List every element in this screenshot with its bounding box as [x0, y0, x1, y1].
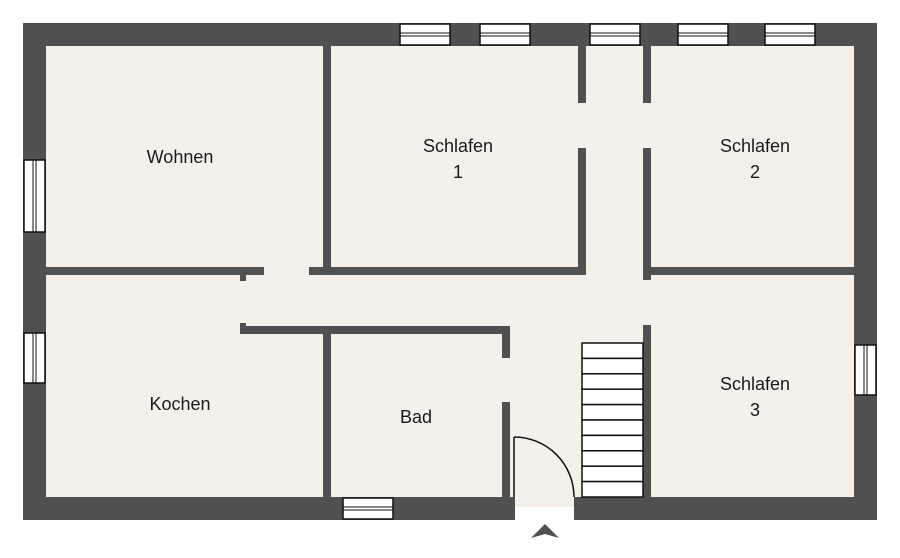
interior-walls: [46, 46, 854, 497]
room-name: Wohnen: [146, 147, 214, 167]
window-left-1: [23, 159, 46, 233]
room-number: 2: [749, 162, 760, 182]
room-number: 3: [749, 400, 760, 420]
room-name: Schlafen: [719, 136, 791, 156]
stair-step: [581, 388, 644, 406]
room-name: Schlafen: [719, 374, 791, 394]
stair-step: [581, 465, 644, 483]
room-number: 1: [452, 162, 463, 182]
window-bottom-1: [342, 497, 394, 520]
stair-step: [581, 357, 644, 375]
room-name: Schlafen: [422, 136, 494, 156]
room-name: Bad: [399, 407, 433, 427]
window-right-1: [854, 344, 877, 396]
entrance-gap: [515, 507, 574, 521]
window-top-5: [764, 23, 816, 46]
stair-step: [581, 480, 644, 498]
room-name: Kochen: [149, 394, 211, 414]
window-top-3: [589, 23, 641, 46]
stair-step: [581, 403, 644, 421]
stair-step: [581, 342, 644, 360]
room-label-schlafen-2: Schlafen 2: [720, 133, 790, 185]
room-label-schlafen-1: Schlafen 1: [423, 133, 493, 185]
window-top-1: [399, 23, 451, 46]
stair-step: [581, 419, 644, 437]
stair-step: [581, 373, 644, 390]
entrance-threshold: [515, 497, 574, 507]
entrance-arrow-icon: [531, 524, 559, 538]
window-top-4: [677, 23, 729, 46]
stair-step: [581, 434, 644, 452]
staircase: [581, 342, 644, 498]
window-top-2: [479, 23, 531, 46]
window-left-2: [23, 332, 46, 384]
room-label-schlafen-3: Schlafen 3: [720, 371, 790, 423]
entrance-door: [513, 436, 575, 498]
room-label-wohnen: Wohnen: [147, 144, 214, 170]
stair-step: [581, 450, 644, 467]
room-label-bad: Bad: [400, 404, 432, 430]
room-label-kochen: Kochen: [149, 391, 210, 417]
